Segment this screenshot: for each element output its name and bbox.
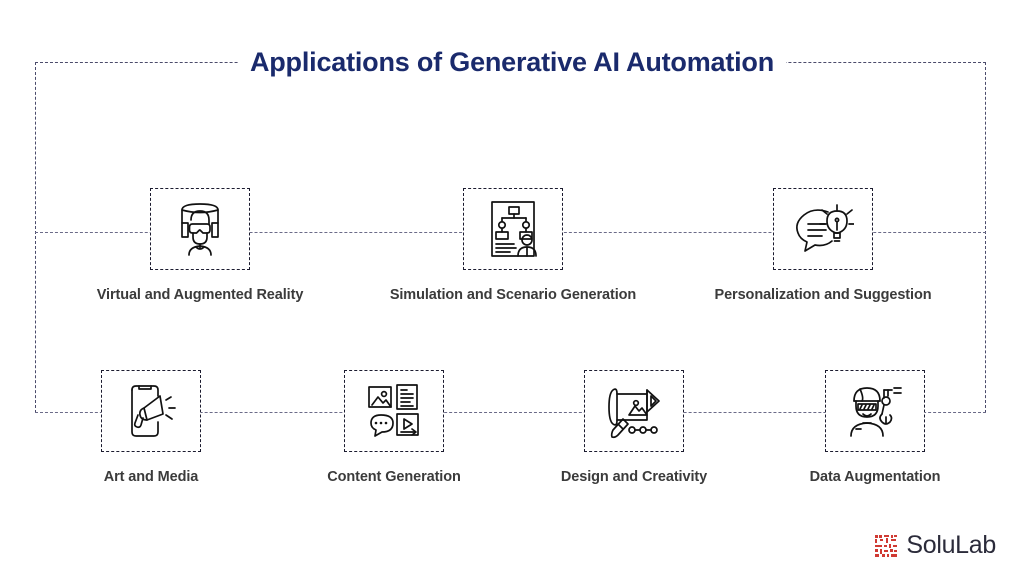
blueprint-pencil-icon — [605, 382, 663, 440]
frame-left-edge — [35, 62, 36, 413]
speech-bubble-lightbulb-icon — [792, 200, 854, 258]
frame-right-edge — [985, 62, 986, 413]
solulab-logo[interactable]: SoluLab — [875, 533, 996, 558]
icon-box-simulation-and-scenario-generation[interactable] — [463, 188, 563, 270]
vr-headset-person-icon — [169, 200, 231, 258]
page-title: Applications of Generative AI Automation — [0, 47, 1024, 78]
node-label-virtual-and-augmented-reality: Virtual and Augmented Reality — [96, 287, 304, 303]
icon-box-personalization-and-suggestion[interactable] — [773, 188, 873, 270]
engineer-robotic-arm-icon — [846, 382, 904, 440]
icon-box-content-generation[interactable] — [344, 370, 444, 452]
node-label-content-generation: Content Generation — [327, 469, 461, 485]
icon-box-virtual-and-augmented-reality[interactable] — [150, 188, 250, 270]
flowchart-document-person-icon — [484, 198, 542, 260]
node-label-data-augmentation: Data Augmentation — [809, 469, 941, 485]
node-label-personalization-and-suggestion: Personalization and Suggestion — [714, 287, 932, 303]
icon-box-data-augmentation[interactable] — [825, 370, 925, 452]
node-label-simulation-and-scenario-generation: Simulation and Scenario Generation — [389, 287, 637, 303]
phone-megaphone-icon — [122, 382, 180, 440]
node-label-design-and-creativity: Design and Creativity — [560, 469, 708, 485]
node-label-art-and-media: Art and Media — [103, 469, 199, 485]
icon-box-design-and-creativity[interactable] — [584, 370, 684, 452]
solulab-logo-text: SoluLab — [906, 531, 996, 559]
icon-box-art-and-media[interactable] — [101, 370, 201, 452]
solulab-qr-mark-icon — [875, 534, 898, 557]
media-grid-icon — [365, 383, 423, 439]
page-title-text: Applications of Generative AI Automation — [237, 47, 787, 78]
